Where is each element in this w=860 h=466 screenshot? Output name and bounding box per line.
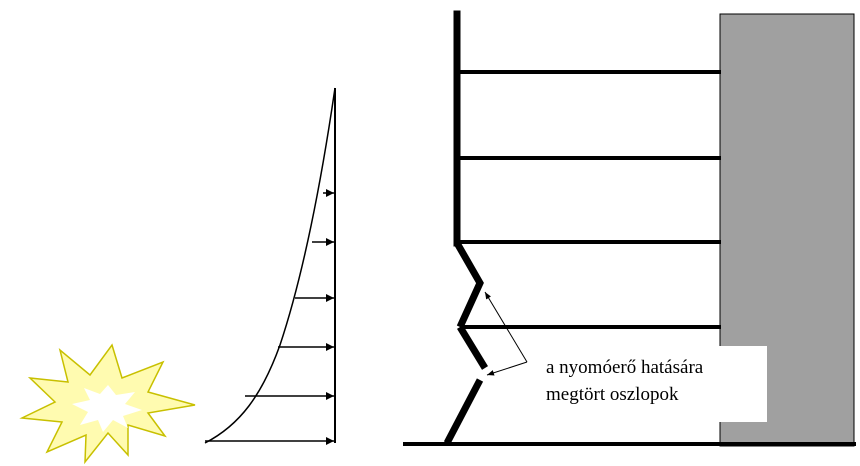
pressure-envelope-curve (204, 87, 336, 444)
caption-line-1: a nyomóerő hatására (546, 357, 704, 378)
pointer-arrow (486, 361, 528, 376)
explosion-inner-core (72, 385, 142, 432)
buckled-columns-caption: a nyomóerő hatására megtört oszlopok (535, 346, 767, 422)
buckled-column (443, 378, 484, 445)
pointer-arrow (484, 291, 528, 363)
annotation-pointers (484, 291, 528, 376)
explosion-burst-icon (19, 343, 196, 465)
pressure-profile (204, 87, 336, 445)
caption-line-2: megtört oszlopok (546, 384, 679, 405)
buckled-column (453, 241, 484, 329)
buckled-column (457, 325, 488, 370)
